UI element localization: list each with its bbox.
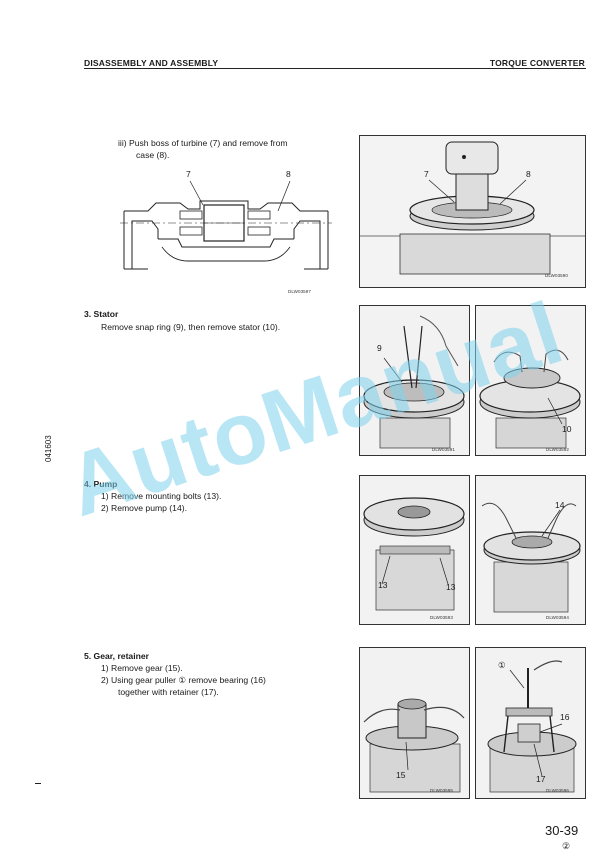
- gear-b-graphic: [476, 648, 585, 798]
- step-iii-line1: iii) Push boss of turbine (7) and remove…: [118, 138, 288, 148]
- stator-snap-ring-photo: 9 DLW03591: [359, 305, 470, 456]
- margin-mark: [35, 783, 41, 784]
- callout-9: 9: [377, 343, 382, 353]
- step3-text: Remove snap ring (9), then remove stator…: [101, 322, 281, 332]
- pump-b-graphic: [476, 476, 585, 624]
- callout-13-right: 13: [446, 582, 456, 592]
- callout-7: 7: [424, 169, 429, 179]
- pump-a-graphic: [360, 476, 469, 624]
- step4-item1: 1) Remove mounting bolts (13).: [101, 491, 222, 501]
- step5-item2-line2: together with retainer (17).: [118, 687, 219, 697]
- turbine-section-drawing: 7 8 DLW03597: [118, 165, 334, 300]
- callout-8: 8: [286, 169, 291, 179]
- callout-17: 17: [536, 774, 546, 784]
- side-document-code: 041603: [44, 435, 53, 462]
- figure-code: DLW03597: [288, 289, 311, 294]
- header-section-title: DISASSEMBLY AND ASSEMBLY: [84, 58, 219, 68]
- step3-title: 3. Stator: [84, 309, 119, 319]
- step4-item2: 2) Remove pump (14).: [101, 503, 187, 513]
- step5-item1: 1) Remove gear (15).: [101, 663, 183, 673]
- gear-removal-photo: 15 DLW03595: [359, 647, 470, 799]
- revision-mark: ②: [562, 841, 571, 851]
- callout-16: 16: [560, 712, 570, 722]
- bearing-puller-photo: ① 16 17 DLW03596: [475, 647, 586, 799]
- callout-13-left: 13: [378, 580, 388, 590]
- gear-a-graphic: [360, 648, 469, 798]
- stator-removal-photo: 10 DLW03592: [475, 305, 586, 456]
- stator-a-graphic: [360, 306, 469, 455]
- callout-10: 10: [562, 424, 572, 434]
- callout-8: 8: [526, 169, 531, 179]
- stator-b-graphic: [476, 306, 585, 455]
- callout-15: 15: [396, 770, 406, 780]
- page-number: 30-39: [545, 823, 579, 838]
- step4-title: 4. Pump: [84, 479, 118, 489]
- turbine-removal-photo: 7 8 DLW03590: [359, 135, 586, 288]
- callout-7: 7: [186, 169, 191, 179]
- callout-tool-1: ①: [498, 660, 506, 670]
- figure-code: DLW03596: [546, 788, 569, 793]
- header-rule: [84, 68, 586, 69]
- callout-14: 14: [555, 500, 565, 510]
- figure-code: DLW03595: [430, 788, 453, 793]
- figure-code: DLW03590: [545, 273, 568, 278]
- figure-code: DLW03593: [430, 615, 453, 620]
- header-chapter-title: TORQUE CONVERTER: [489, 58, 585, 68]
- figure-code: DLW03594: [546, 615, 569, 620]
- step-iii-line2: case (8).: [136, 150, 170, 160]
- step5-title: 5. Gear, retainer: [84, 651, 149, 661]
- pump-removal-photo: 14 DLW03594: [475, 475, 586, 625]
- turbine-section-lines: [120, 180, 332, 270]
- pump-bolts-photo: 13 13 DLW03593: [359, 475, 470, 625]
- figure-code: DLW03591: [432, 447, 455, 452]
- step5-item2-line1: 2) Using gear puller ① remove bearing (1…: [101, 675, 266, 685]
- figure-code: DLW03592: [546, 447, 569, 452]
- turbine-photo-graphic: [360, 136, 585, 287]
